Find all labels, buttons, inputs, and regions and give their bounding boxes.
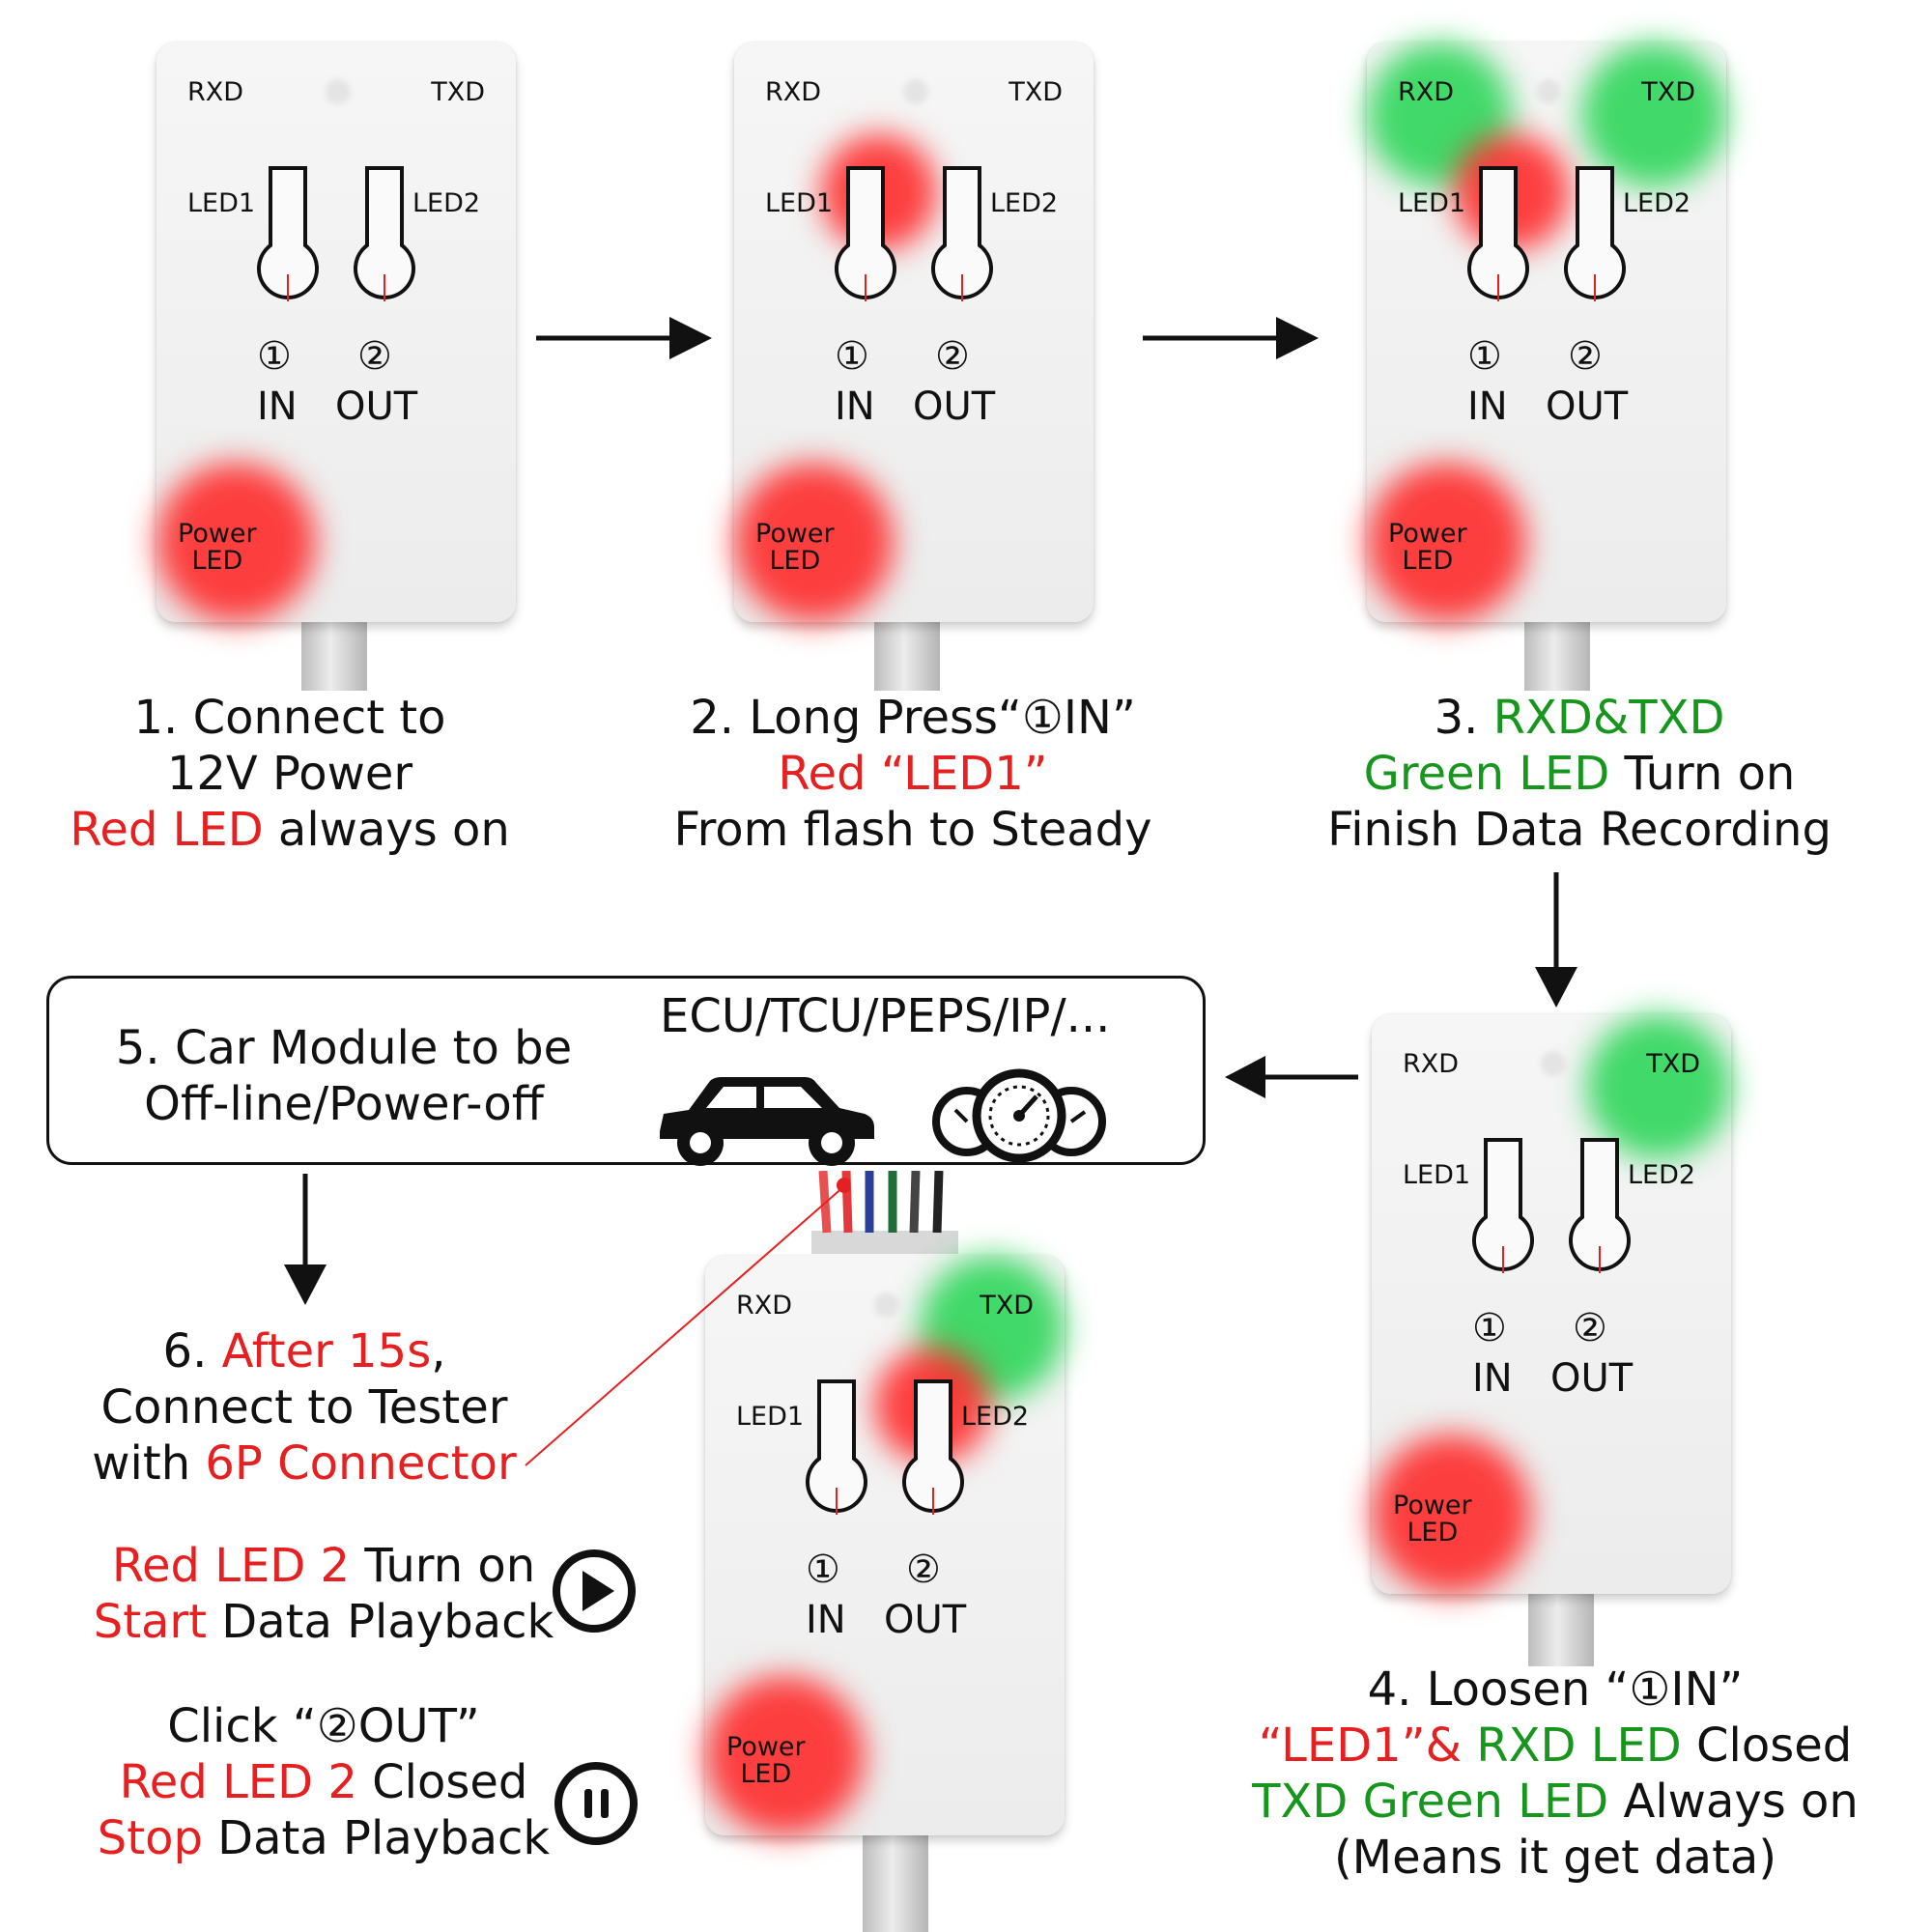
power-led-glow bbox=[1372, 1435, 1531, 1594]
arrow-down-1 bbox=[1535, 872, 1577, 1008]
led2-label: LED2 bbox=[990, 188, 1059, 218]
connector-pointer-line bbox=[525, 1178, 850, 1466]
power-led-glow bbox=[1367, 463, 1526, 622]
rxd-label: RXD bbox=[1403, 1049, 1460, 1079]
step-6-caption: 6. After 15s, Connect to Tester with 6P … bbox=[92, 1324, 517, 1491]
txd-label: TXD bbox=[1009, 77, 1063, 107]
button-1-number: ① bbox=[1472, 1306, 1507, 1350]
led1-label: LED1 bbox=[765, 188, 834, 218]
txd-label: TXD bbox=[431, 77, 485, 107]
led2-label: LED2 bbox=[412, 188, 481, 218]
in-button-label: IN bbox=[806, 1598, 846, 1642]
start-playback-caption: Red LED 2 Turn on Start Data Playback bbox=[93, 1539, 554, 1649]
rxd-label: RXD bbox=[736, 1291, 793, 1321]
button-1-number: ① bbox=[1467, 334, 1502, 379]
power-led-glow bbox=[705, 1676, 865, 1835]
led2-label: LED2 bbox=[1628, 1160, 1696, 1190]
in-button-label: IN bbox=[1467, 384, 1508, 429]
power-led-glow bbox=[156, 463, 316, 622]
out-button-label: OUT bbox=[1550, 1356, 1634, 1401]
indicator-dot bbox=[903, 79, 928, 104]
buttons-graphic bbox=[806, 1379, 964, 1515]
step-4-caption: 4. Loosen “①IN” “LED1”& RXD LED Closed T… bbox=[1252, 1662, 1859, 1885]
indicator-dot bbox=[1541, 1051, 1566, 1076]
arrow-down-2 bbox=[284, 1174, 327, 1305]
device-5-cable bbox=[863, 1831, 928, 1932]
play-icon bbox=[553, 1549, 636, 1633]
device-3-cable bbox=[1524, 618, 1590, 691]
in-button-label: IN bbox=[1472, 1356, 1513, 1401]
button-2-number: ② bbox=[1568, 334, 1603, 379]
in-button-label: IN bbox=[835, 384, 875, 429]
button-1-number: ① bbox=[835, 334, 869, 379]
button-2-number: ② bbox=[935, 334, 970, 379]
car-icon bbox=[660, 1077, 874, 1166]
in-button-label: IN bbox=[257, 384, 298, 429]
arrow-right-1 bbox=[536, 317, 712, 359]
button-1-number: ① bbox=[257, 334, 292, 379]
out-button-label: OUT bbox=[884, 1598, 967, 1642]
led1-label: LED1 bbox=[187, 188, 256, 218]
step-5-caption: 5. Car Module to be Off-line/Power-off bbox=[115, 1021, 573, 1131]
stop-playback-caption: Click “②OUT” Red LED 2 Closed Stop Data … bbox=[97, 1699, 551, 1865]
out-button-label: OUT bbox=[913, 384, 996, 429]
pause-icon bbox=[554, 1762, 638, 1845]
led2-label: LED2 bbox=[1623, 188, 1691, 218]
indicator-dot bbox=[326, 79, 351, 104]
step-2-caption: 2. Long Press“①IN” Red “LED1” From flash… bbox=[673, 691, 1152, 857]
button-2-number: ② bbox=[906, 1548, 941, 1592]
button-2-number: ② bbox=[1573, 1306, 1607, 1350]
led1-label: LED1 bbox=[1403, 1160, 1471, 1190]
device-4-cable bbox=[1528, 1589, 1594, 1666]
txd-led-glow bbox=[1581, 43, 1726, 187]
step-1-caption: 1. Connect to 12V Power Red LED always o… bbox=[70, 691, 510, 857]
arrow-left-1 bbox=[1225, 1056, 1358, 1098]
step-5-box: 5. Car Module to be Off-line/Power-off E… bbox=[46, 976, 1206, 1166]
device-2-cable bbox=[874, 618, 940, 691]
6p-connector-wires bbox=[811, 1171, 958, 1254]
out-button-label: OUT bbox=[335, 384, 418, 429]
rxd-label: RXD bbox=[765, 77, 822, 107]
txd-led-glow bbox=[1586, 1014, 1731, 1159]
indicator-dot bbox=[874, 1293, 899, 1318]
txd-label: TXD bbox=[1646, 1049, 1700, 1079]
led1-label: LED1 bbox=[1398, 188, 1466, 218]
buttons-graphic bbox=[1472, 1138, 1631, 1273]
car-modules-label: ECU/TCU/PEPS/IP/... bbox=[660, 989, 1111, 1043]
rxd-label: RXD bbox=[187, 77, 244, 107]
button-2-number: ② bbox=[357, 334, 392, 379]
buttons-graphic bbox=[835, 166, 993, 301]
arrow-right-2 bbox=[1143, 317, 1319, 359]
txd-label: TXD bbox=[1641, 77, 1695, 107]
indicator-dot bbox=[1536, 79, 1561, 104]
power-led-glow bbox=[734, 463, 894, 622]
buttons-graphic bbox=[1467, 166, 1626, 301]
device-1-cable bbox=[301, 618, 367, 691]
led2-label: LED2 bbox=[961, 1402, 1030, 1432]
led1-label: LED1 bbox=[736, 1402, 805, 1432]
dashboard-gauges-icon bbox=[932, 1068, 1106, 1163]
out-button-label: OUT bbox=[1546, 384, 1629, 429]
rxd-label: RXD bbox=[1398, 77, 1455, 107]
txd-label: TXD bbox=[980, 1291, 1034, 1321]
step-3-caption: 3. RXD&TXD Green LED Turn on Finish Data… bbox=[1327, 691, 1832, 857]
button-1-number: ① bbox=[806, 1548, 840, 1592]
buttons-graphic bbox=[257, 166, 415, 301]
